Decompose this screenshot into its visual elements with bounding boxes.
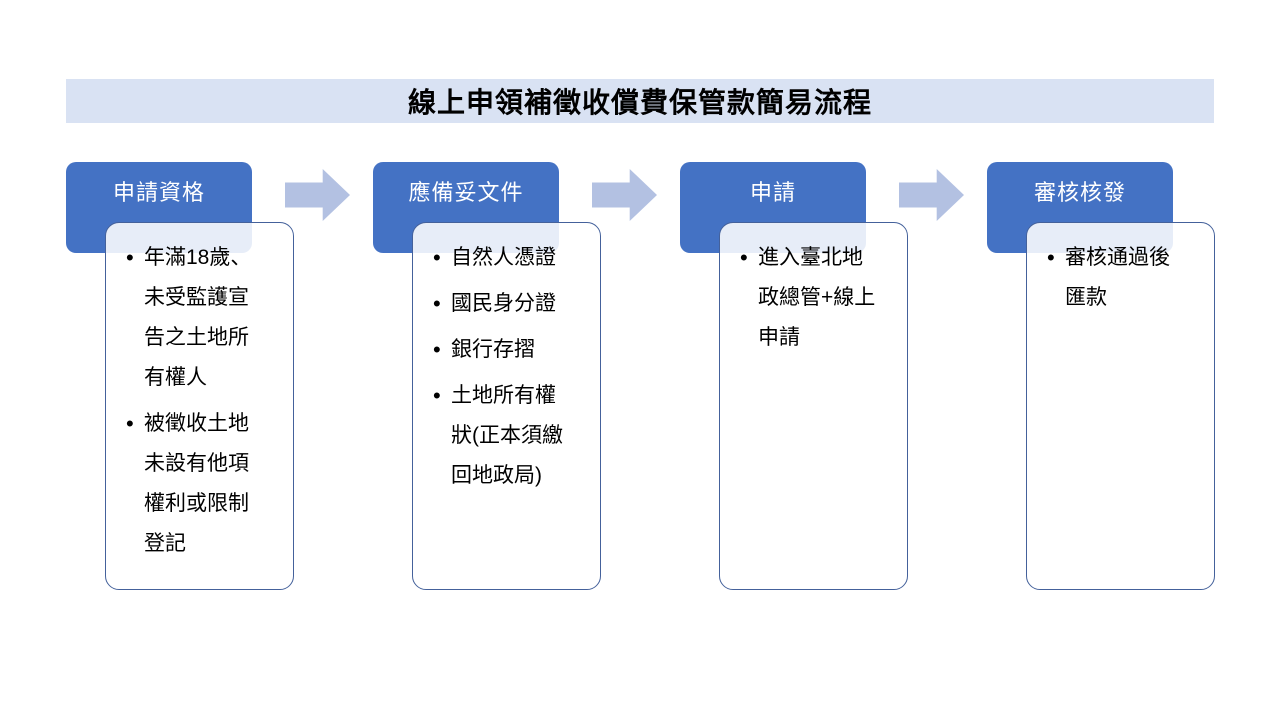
step-content-box: 自然人憑證 國民身分證 銀行存摺 土地所有權狀(正本須繳回地政局)	[412, 222, 601, 590]
bullet-item: 土地所有權狀(正本須繳回地政局)	[433, 376, 573, 496]
step-header-label: 審核核發	[1033, 180, 1126, 205]
step-content-box: 審核通過後匯款	[1026, 222, 1215, 590]
bullet-list: 自然人憑證 國民身分證 銀行存摺 土地所有權狀(正本須繳回地政局)	[413, 223, 600, 496]
bullet-item: 年滿18歲、未受監護宣告之土地所有權人	[126, 238, 266, 398]
step-header-label: 應備妥文件	[408, 180, 524, 205]
bullet-item: 自然人憑證	[433, 238, 573, 278]
page-title: 線上申領補徵收償費保管款簡易流程	[407, 87, 872, 118]
bullet-item: 銀行存摺	[433, 330, 573, 370]
bullet-list: 進入臺北地政總管+線上申請	[720, 223, 907, 358]
step-content-box: 年滿18歲、未受監護宣告之土地所有權人 被徵收土地未設有他項權利或限制登記	[105, 222, 294, 590]
flow-arrow-right-icon	[285, 169, 350, 221]
bullet-item: 國民身分證	[433, 284, 573, 324]
step-header-label: 申請	[749, 180, 796, 205]
step-header-label: 申請資格	[112, 180, 205, 205]
flow-arrow-right-icon	[899, 169, 964, 221]
title-banner: 線上申領補徵收償費保管款簡易流程	[66, 79, 1214, 123]
bullet-list: 年滿18歲、未受監護宣告之土地所有權人 被徵收土地未設有他項權利或限制登記	[106, 223, 293, 564]
bullet-item: 審核通過後匯款	[1047, 238, 1187, 318]
bullet-item: 被徵收土地未設有他項權利或限制登記	[126, 404, 266, 564]
bullet-item: 進入臺北地政總管+線上申請	[740, 238, 880, 358]
flow-arrow-right-icon	[592, 169, 657, 221]
bullet-list: 審核通過後匯款	[1027, 223, 1214, 318]
step-content-box: 進入臺北地政總管+線上申請	[719, 222, 908, 590]
